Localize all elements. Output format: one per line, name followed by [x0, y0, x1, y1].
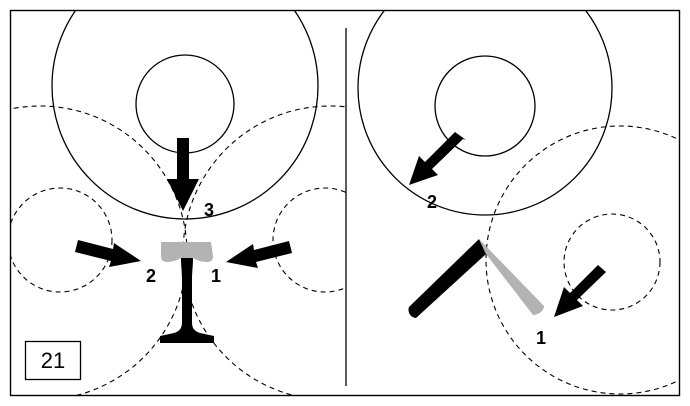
figure-number: 21 [41, 348, 65, 373]
arrow-roll-2 [409, 132, 466, 185]
right-panel: 2 1 [357, 11, 680, 395]
right-small-roll [272, 187, 346, 293]
label-right-roll: 1 [211, 266, 221, 286]
label-lower-roll: 1 [536, 328, 546, 348]
figure-number-box [24, 340, 82, 381]
angle-profile-black-leg [408, 239, 486, 318]
arrow-down-roll-3 [167, 138, 199, 211]
figure-frame [9, 9, 681, 397]
left-panel: 3 2 1 21 [11, 11, 346, 395]
arrow-right-roll-2 [75, 240, 141, 267]
angle-profile-gray-leg [479, 239, 544, 315]
left-small-roll [11, 187, 113, 293]
label-left-roll: 2 [146, 266, 156, 286]
label-upper-roll: 2 [427, 192, 437, 212]
upper-roll-outer [357, 11, 613, 216]
arrow-left-roll-1 [226, 241, 292, 268]
label-top-roll: 3 [204, 200, 214, 220]
upper-roll-bore [434, 55, 536, 157]
lower-roll-bore [563, 213, 661, 311]
rail-web-and-foot [160, 258, 214, 343]
rail-head [161, 242, 213, 262]
top-roll-outer [51, 11, 319, 220]
right-side-roll [182, 105, 346, 395]
arrow-roll-1 [554, 265, 606, 317]
lower-roll-outer [485, 125, 680, 395]
